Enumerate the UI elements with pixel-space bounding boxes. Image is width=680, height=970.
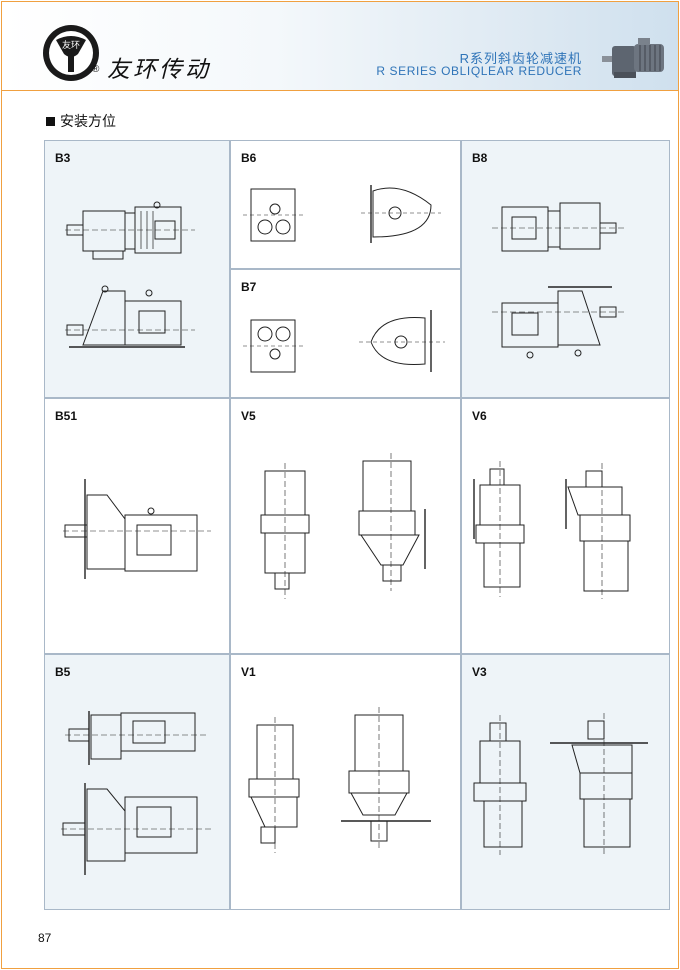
position-label-b5: B5 [55, 665, 71, 679]
position-label-b51: B51 [55, 409, 78, 423]
position-cell-v1: V1 [230, 654, 461, 910]
b3-drawing-icon [65, 201, 195, 348]
b8-drawing-icon [492, 202, 626, 359]
brand-name: 友环传动 [107, 57, 211, 83]
position-label-b3: B3 [55, 151, 71, 165]
b51-drawing-icon [63, 479, 211, 579]
position-cell-b6: B6 [230, 140, 461, 269]
position-cell-v6: V6 [461, 398, 670, 654]
v1-drawing-icon [248, 707, 431, 853]
position-label-v6: V6 [472, 409, 487, 423]
position-label-v3: V3 [472, 665, 487, 679]
page-number: 87 [38, 931, 52, 945]
header-banner [2, 2, 678, 90]
logo-text: 友环 [62, 39, 80, 51]
v6-drawing-icon [473, 461, 631, 599]
position-label-v5: V5 [241, 409, 256, 423]
mounting-positions-grid: B3 B6 [44, 140, 670, 910]
position-cell-v3: V3 [461, 654, 670, 910]
position-cell-b7: B7 [230, 269, 461, 398]
header-divider [2, 90, 678, 91]
position-label-b6: B6 [241, 151, 257, 165]
registered-mark: ® [92, 64, 100, 75]
company-logo-icon: 友环 [43, 25, 99, 81]
position-label-v1: V1 [241, 665, 256, 679]
square-bullet-icon [46, 117, 55, 126]
position-cell-v5: V5 [230, 398, 461, 654]
position-cell-b51: B51 [44, 398, 230, 654]
position-cell-b3: B3 [44, 140, 230, 398]
position-label-b7: B7 [241, 280, 257, 294]
position-cell-b5: B5 [44, 654, 230, 910]
section-title: 安装方位 [60, 113, 116, 129]
b5-drawing-icon [61, 711, 211, 875]
section-heading: 安装方位 [46, 111, 116, 131]
series-title-en: R SERIES OBLIQLEAR REDUCER [376, 64, 582, 78]
series-title-cn: R系列斜齿轮减速机 [459, 51, 582, 66]
position-label-b8: B8 [472, 151, 488, 165]
gear-reducer-product-icon [602, 38, 664, 78]
b6-drawing-icon [243, 185, 441, 243]
position-cell-b8: B8 [461, 140, 670, 398]
v3-drawing-icon [473, 713, 648, 857]
v5-drawing-icon [260, 453, 426, 599]
b7-drawing-icon [243, 310, 445, 373]
